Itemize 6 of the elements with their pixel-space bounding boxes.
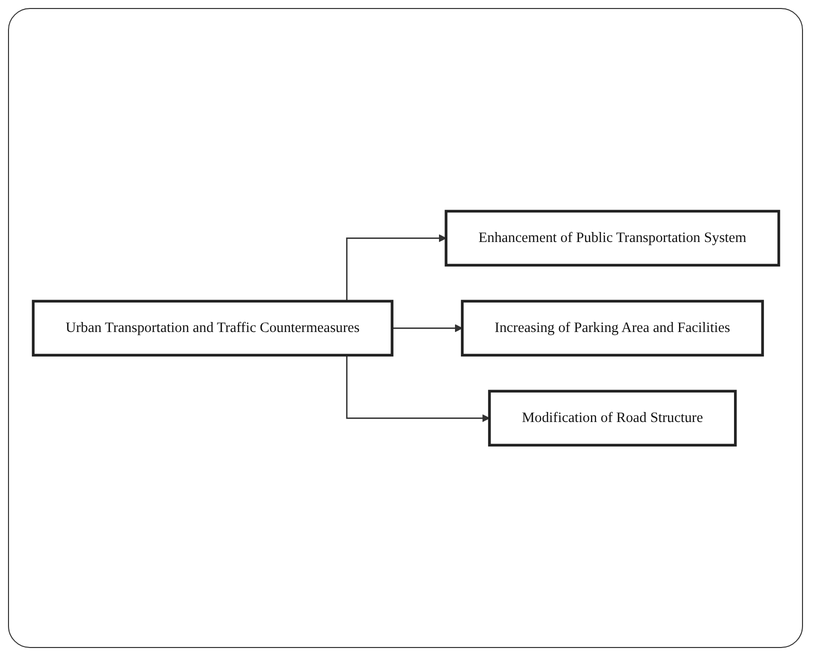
arrow <box>392 324 462 332</box>
diagram: Urban Transportation and Traffic Countermeasures Enhancement of Public Transportation System Increasing of Parking Area and Facilities Modification of Road Structure <box>26 204 786 452</box>
node-box <box>460 300 764 356</box>
node-box <box>31 300 393 356</box>
node-box <box>488 390 736 446</box>
node-box <box>444 210 780 266</box>
